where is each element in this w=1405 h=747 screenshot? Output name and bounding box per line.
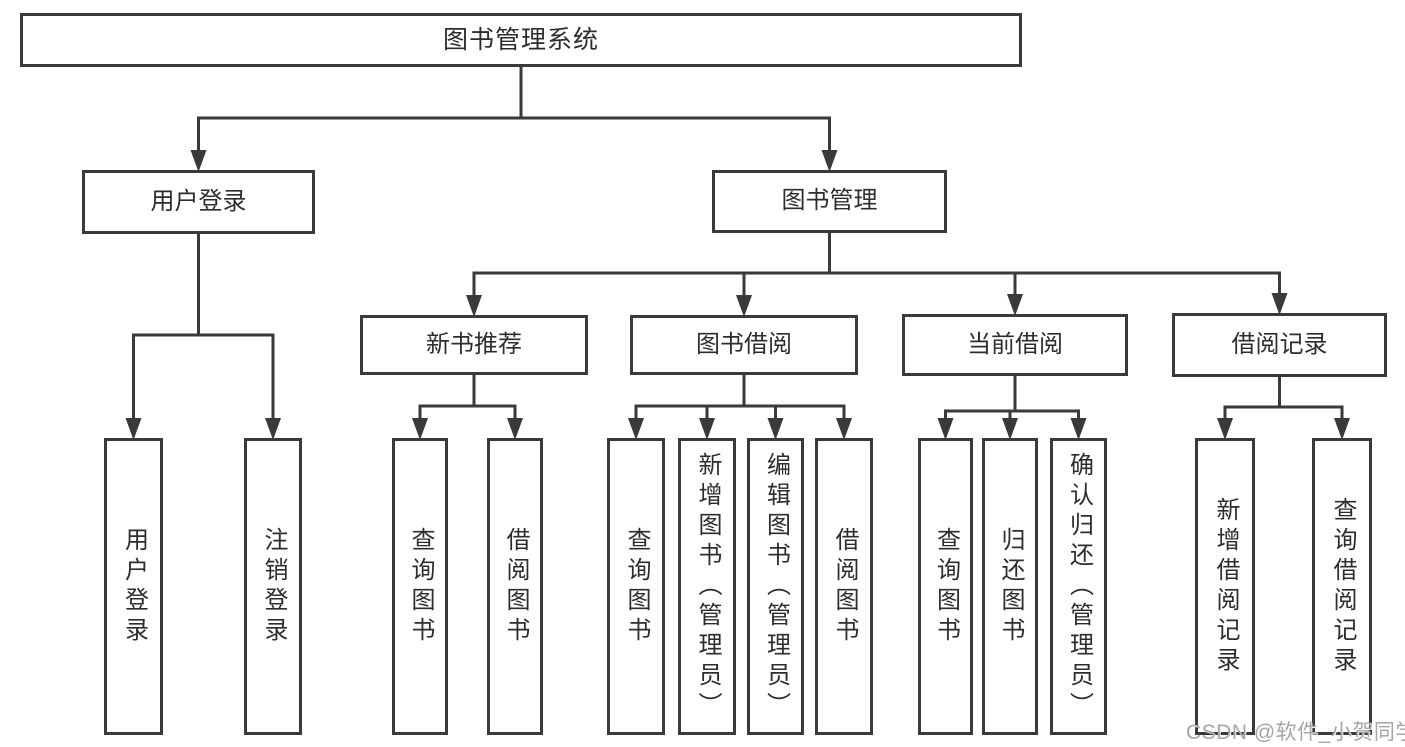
- node-label-book-mgmt: 图书管理: [781, 187, 878, 215]
- arrowhead-icon: [507, 418, 523, 440]
- node-current-borrow: 当前借阅: [902, 314, 1128, 376]
- node-label-user-login-leaf: 用户登录: [120, 526, 148, 647]
- arrowhead-icon: [628, 418, 644, 440]
- node-label-bb-borrow: 借阅图书: [831, 526, 858, 647]
- node-new-book-rec: 新书推荐: [360, 315, 588, 375]
- node-label-root: 图书管理系统: [442, 26, 599, 54]
- arrowhead-icon: [1002, 418, 1018, 440]
- node-label-user-login: 用户登录: [150, 187, 247, 215]
- node-nbr-borrow: 借阅图书: [487, 438, 543, 735]
- node-cb-query: 查询图书: [918, 438, 973, 735]
- node-bb-add: 新增图书（管理员）: [678, 438, 736, 735]
- node-user-login-leaf: 用户登录: [104, 438, 163, 735]
- node-label-current-borrow: 当前借阅: [967, 330, 1063, 358]
- arrowhead-icon: [412, 418, 428, 440]
- node-bb-edit: 编辑图书（管理员）: [747, 438, 804, 735]
- node-nbr-query: 查询图书: [392, 438, 448, 735]
- node-label-bb-edit: 编辑图书（管理员）: [762, 451, 790, 722]
- node-label-cb-query: 查询图书: [932, 526, 960, 647]
- arrowhead-icon: [1007, 294, 1023, 316]
- node-borrow-records: 借阅记录: [1172, 313, 1387, 377]
- arrowhead-icon: [1271, 293, 1288, 315]
- node-br-add: 新增借阅记录: [1195, 438, 1255, 735]
- arrowhead-icon: [466, 295, 482, 317]
- node-label-br-add: 新增借阅记录: [1212, 496, 1239, 677]
- node-cb-return: 归还图书: [982, 438, 1038, 735]
- node-label-book-borrow: 图书借阅: [696, 330, 792, 358]
- arrowhead-icon: [767, 418, 784, 440]
- node-cb-confirm: 确认归还（管理员）: [1050, 438, 1107, 735]
- node-bb-query: 查询图书: [607, 438, 665, 735]
- node-bb-borrow: 借阅图书: [815, 438, 873, 735]
- arrowhead-icon: [265, 418, 281, 440]
- arrowhead-icon: [1070, 418, 1087, 440]
- arrowhead-icon: [1334, 418, 1350, 440]
- node-br-query: 查询借阅记录: [1312, 438, 1372, 735]
- node-label-nbr-query: 查询图书: [407, 526, 434, 647]
- node-label-cb-confirm: 确认归还（管理员）: [1065, 451, 1093, 722]
- node-label-bb-query: 查询图书: [623, 526, 650, 647]
- arrowhead-icon: [125, 418, 142, 440]
- node-book-borrow: 图书借阅: [630, 315, 858, 375]
- node-label-new-book-rec: 新书推荐: [426, 330, 522, 358]
- node-label-borrow-records: 借阅记录: [1231, 330, 1328, 358]
- arrowhead-icon: [821, 150, 838, 172]
- node-label-bb-add: 新增图书（管理员）: [694, 451, 721, 722]
- node-logout: 注销登录: [244, 438, 302, 735]
- arrowhead-icon: [736, 295, 752, 317]
- node-label-br-query: 查询借阅记录: [1329, 496, 1356, 677]
- watermark: CSDN @软件_小贺同学: [1186, 721, 1405, 744]
- arrowhead-icon: [1217, 418, 1233, 440]
- node-label-nbr-borrow: 借阅图书: [502, 526, 529, 647]
- arrowhead-icon: [937, 418, 954, 440]
- arrowhead-icon: [190, 150, 207, 172]
- node-root: 图书管理系统: [20, 13, 1022, 67]
- node-label-logout: 注销登录: [260, 526, 287, 647]
- arrowhead-icon: [699, 418, 715, 440]
- node-label-cb-return: 归还图书: [997, 526, 1024, 647]
- node-book-mgmt: 图书管理: [712, 170, 947, 233]
- node-user-login: 用户登录: [82, 170, 315, 234]
- arrowhead-icon: [836, 418, 852, 440]
